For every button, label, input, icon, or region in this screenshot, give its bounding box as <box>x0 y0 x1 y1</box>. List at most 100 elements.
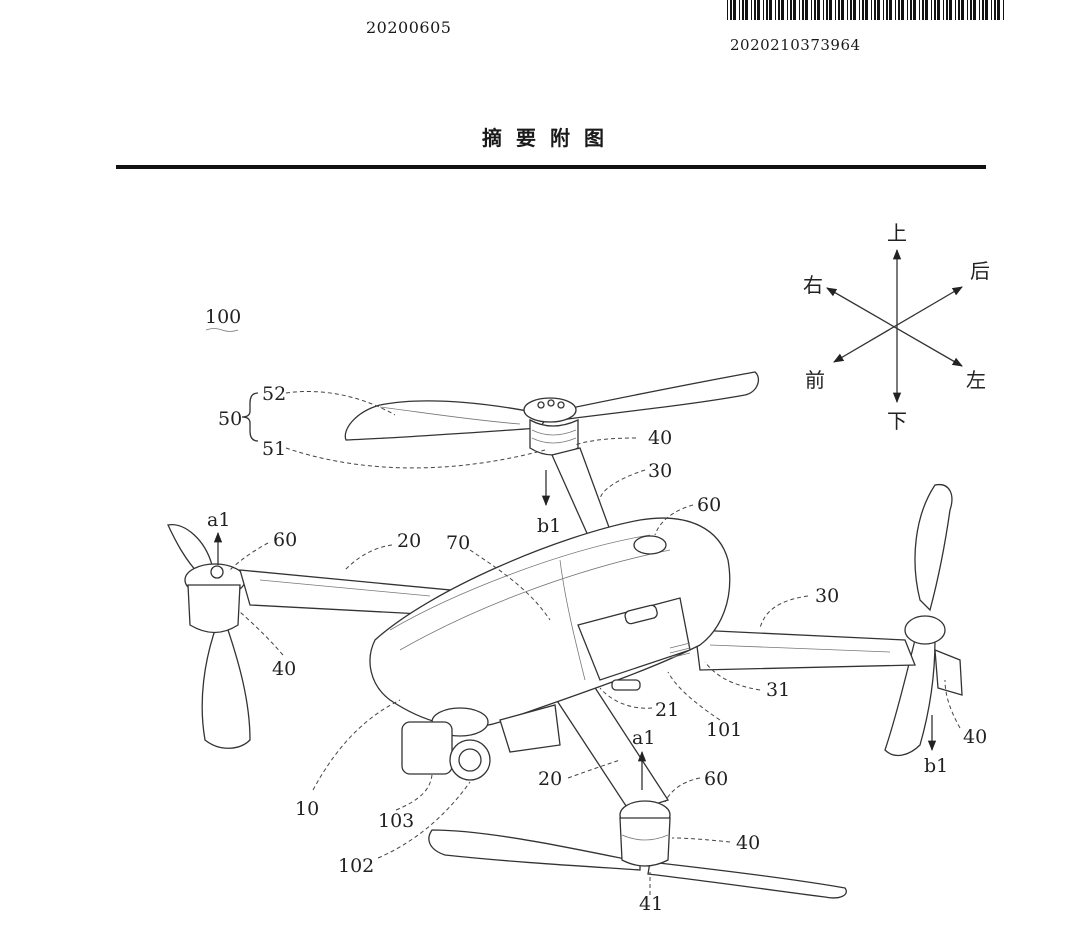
camera-housing <box>401 721 453 775</box>
lower-body <box>499 704 561 753</box>
barcode-bar <box>898 0 900 20</box>
bottom-propeller <box>428 800 847 899</box>
barcode-bar <box>883 0 884 20</box>
ref-20-bottom: 20 <box>538 768 562 790</box>
barcode-bar <box>871 0 872 20</box>
barcode-bar <box>766 0 768 20</box>
propeller-hub <box>523 397 577 423</box>
left-propeller <box>167 524 251 749</box>
barcode-bar <box>979 0 980 20</box>
barcode-bar <box>802 0 804 20</box>
barcode-bar <box>913 0 916 20</box>
barcode-bar <box>895 0 896 20</box>
barcode-bar <box>901 0 904 20</box>
direction-front: 前 <box>805 368 825 392</box>
camera-lens <box>449 739 491 781</box>
barcode-bar <box>811 0 812 20</box>
barcode-bar <box>814 0 816 20</box>
device-label-underline <box>205 328 239 332</box>
barcode-bar <box>838 0 840 20</box>
publication-date: 20200605 <box>366 18 452 37</box>
right-propeller <box>884 483 963 757</box>
left-motor <box>187 584 241 634</box>
barcode-bar <box>859 0 860 20</box>
ref-40-left: 40 <box>272 658 296 680</box>
barcode-bar <box>793 0 796 20</box>
barcode-bar <box>982 0 984 20</box>
ref-70: 70 <box>446 532 470 554</box>
propeller-blade-right <box>550 371 759 421</box>
ref-30-top: 30 <box>648 460 672 482</box>
ref-b1-top: b1 <box>537 515 561 537</box>
front-back-axis <box>833 286 963 363</box>
ref-31: 31 <box>766 679 790 701</box>
barcode-bar <box>931 0 932 20</box>
rear-arm-right <box>694 629 916 671</box>
barcode-bar <box>889 0 892 20</box>
direction-back: 后 <box>970 259 990 283</box>
barcode-bar <box>961 0 964 20</box>
barcode-bar <box>949 0 952 20</box>
barcode-bar <box>874 0 876 20</box>
barcode-bar <box>769 0 772 20</box>
right-blade-lower <box>884 639 936 757</box>
barcode-bar <box>1003 0 1004 20</box>
barcode-bar <box>853 0 856 20</box>
ref-40-top: 40 <box>648 427 672 449</box>
barcode-bar <box>934 0 936 20</box>
barcode-bar <box>886 0 888 20</box>
right-motor-top <box>904 615 946 645</box>
bottom-motor <box>619 817 671 867</box>
barcode-bar <box>730 0 732 20</box>
barcode-bar <box>727 0 728 20</box>
barcode-bar <box>973 0 976 20</box>
barcode-bar <box>847 0 848 20</box>
barcode-bar <box>877 0 880 20</box>
direction-down: 下 <box>887 409 907 433</box>
barcode-bar <box>862 0 864 20</box>
barcode-bar <box>742 0 744 20</box>
application-number: 2020210373964 <box>730 36 861 54</box>
barcode-bar <box>754 0 756 20</box>
barcode-bar <box>970 0 972 20</box>
bottom-blade-right <box>647 861 847 899</box>
ref-a1-bottom: a1 <box>632 727 655 749</box>
ref-60-center: 60 <box>697 494 721 516</box>
barcode-bar <box>943 0 944 20</box>
right-blade-upper <box>914 483 953 612</box>
barcode-bar <box>955 0 956 20</box>
ref-40-bottom: 40 <box>736 832 760 854</box>
ref-50: 50 <box>218 408 242 430</box>
barcode-bar <box>799 0 800 20</box>
title-rule <box>116 165 986 169</box>
barcode-bar <box>985 0 988 20</box>
leader-lines <box>229 390 961 895</box>
left-blade-lower <box>201 629 251 749</box>
top-propeller <box>344 371 759 441</box>
bottom-blade-left <box>428 829 641 871</box>
barcode-bar <box>778 0 780 20</box>
direction-up: 上 <box>887 221 907 245</box>
ref-30-right: 30 <box>815 585 839 607</box>
ref-10: 10 <box>295 798 319 820</box>
bottom-port <box>611 679 641 691</box>
barcode-bar <box>967 0 968 20</box>
brace-50 <box>241 392 259 442</box>
ref-20-top: 20 <box>397 530 421 552</box>
ref-21: 21 <box>655 699 679 721</box>
ref-60-bottom: 60 <box>704 768 728 790</box>
ref-41: 41 <box>639 893 663 915</box>
top-indicator-60 <box>633 535 667 555</box>
barcode-bar <box>865 0 868 20</box>
barcode-bar <box>787 0 788 20</box>
ref-102: 102 <box>338 855 374 877</box>
barcode-bar <box>841 0 844 20</box>
barcode-bar <box>835 0 836 20</box>
ref-a1-left: a1 <box>207 509 230 531</box>
ref-60-left: 60 <box>273 529 297 551</box>
barcode-bar <box>805 0 808 20</box>
barcode-bar <box>745 0 748 20</box>
barcode-bar <box>907 0 908 20</box>
barcode-bar <box>817 0 820 20</box>
ref-51: 51 <box>262 438 286 460</box>
